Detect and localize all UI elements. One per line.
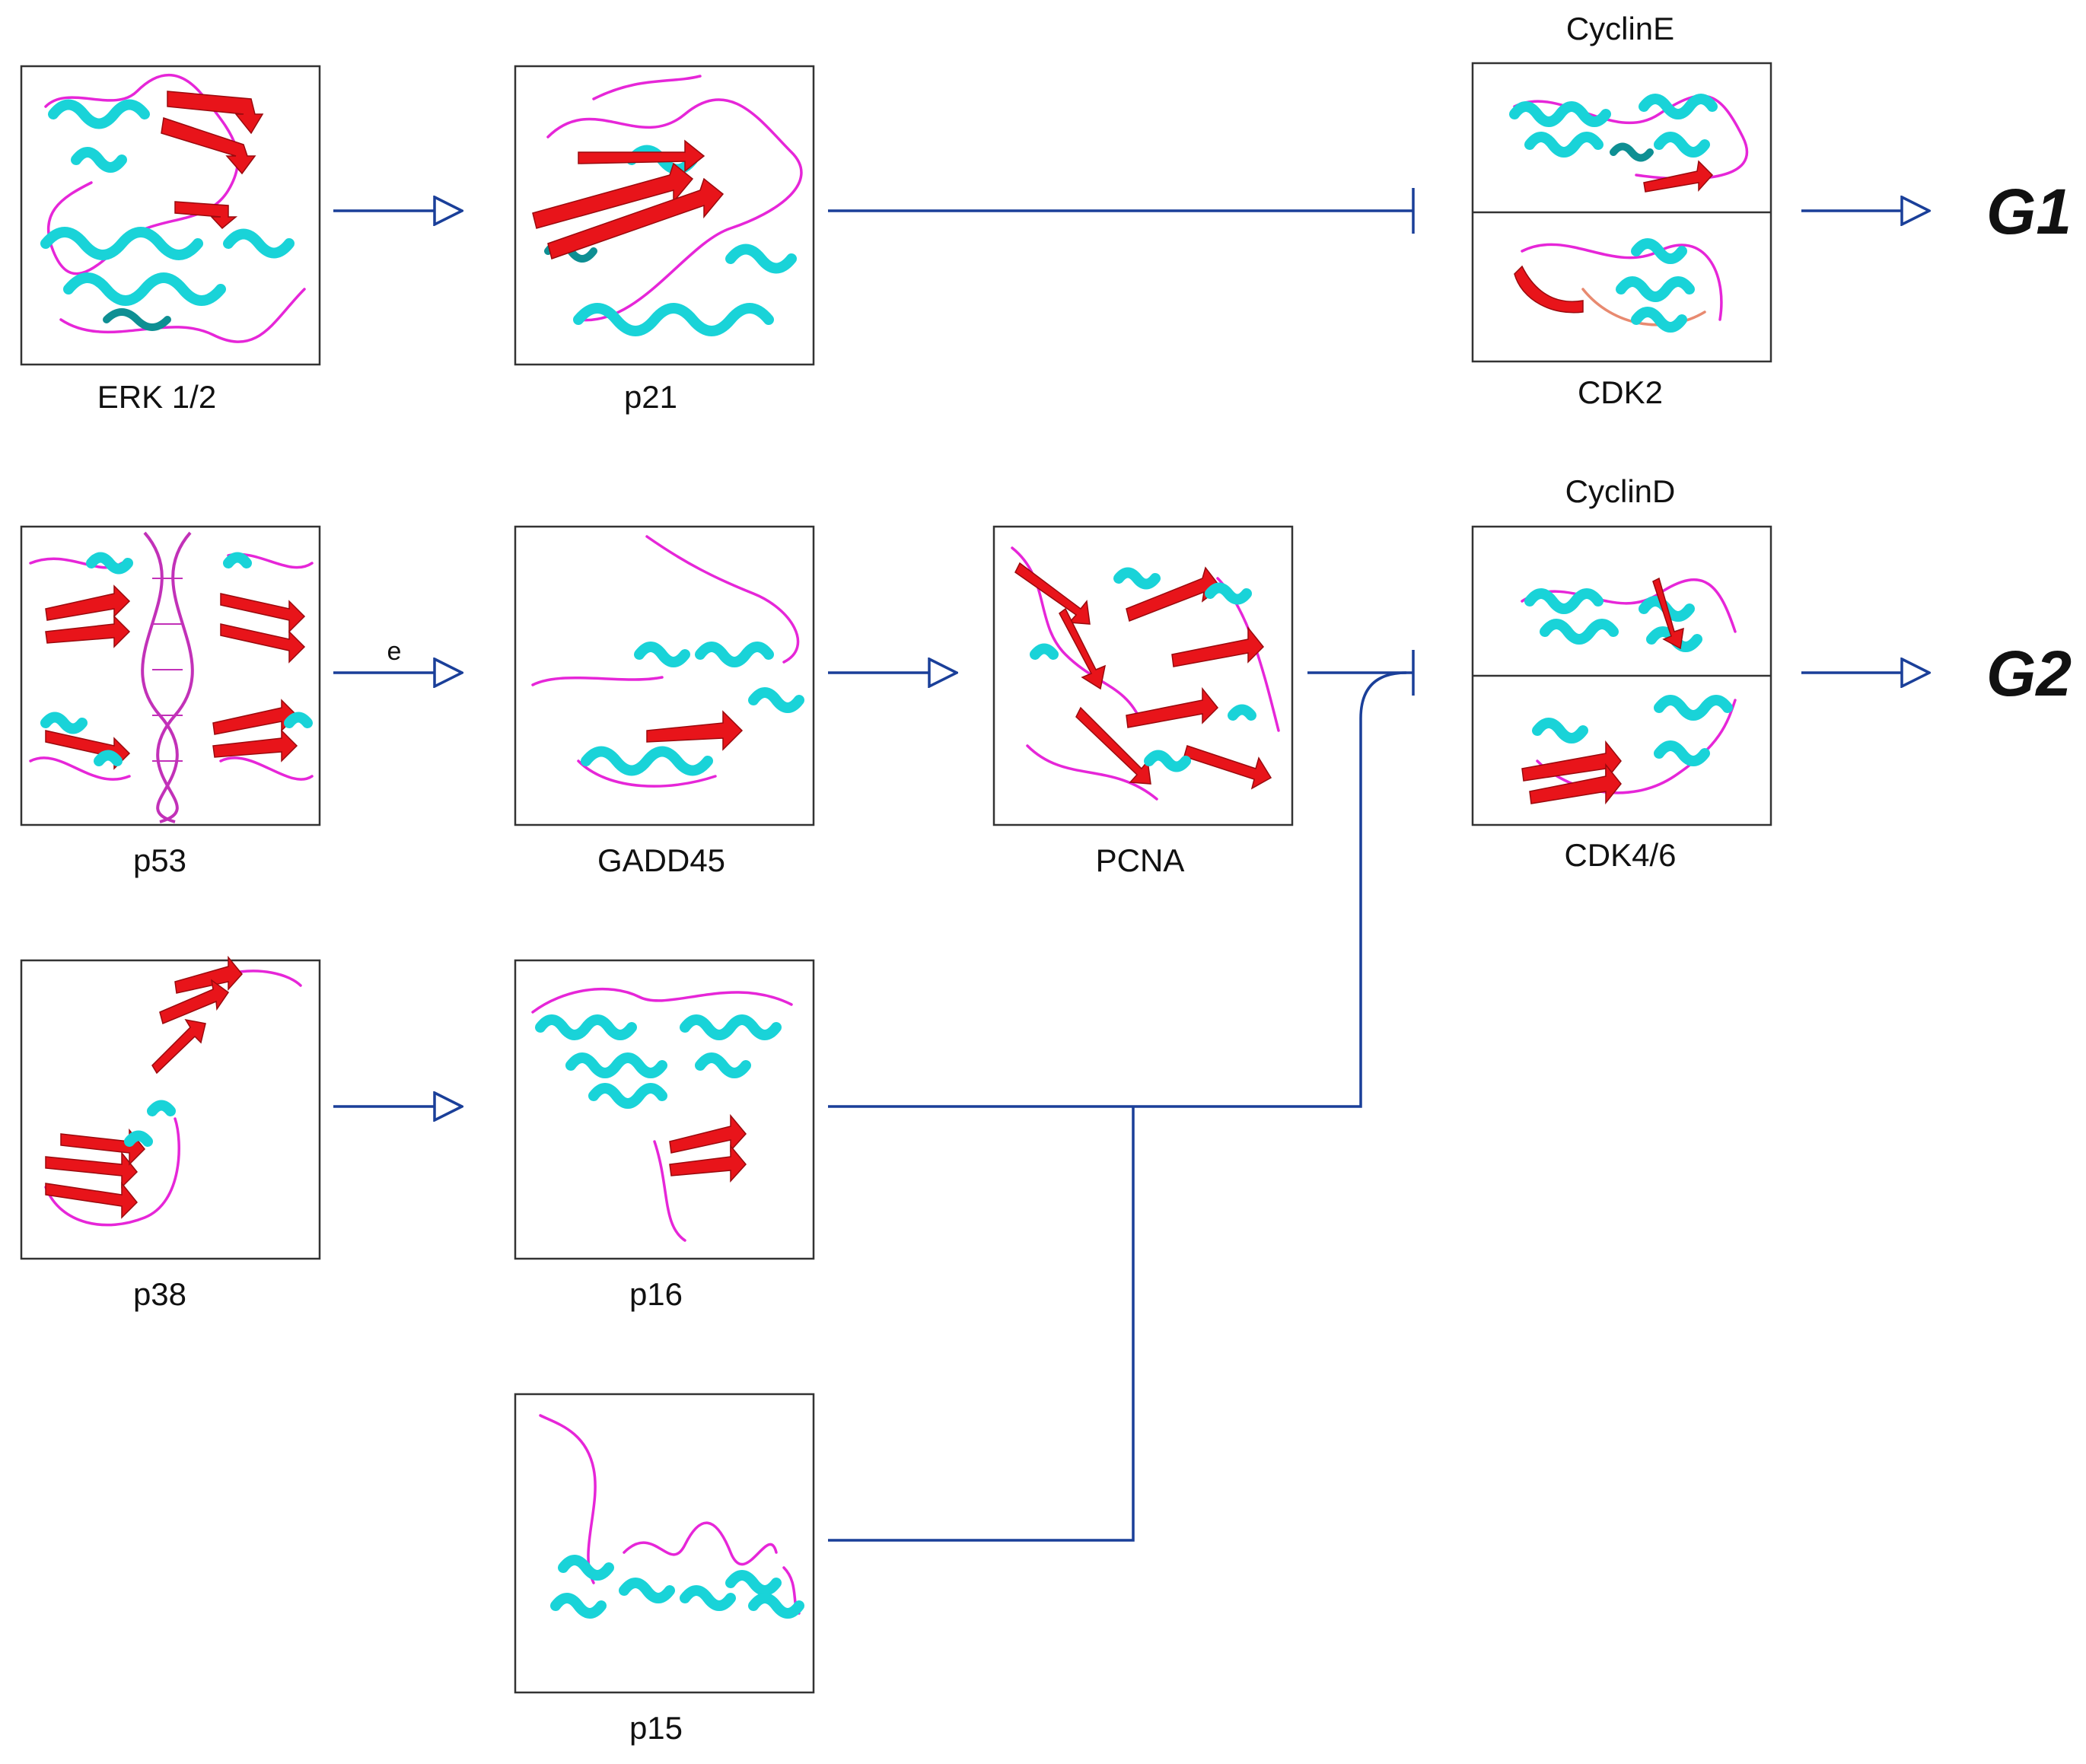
label-pcna: PCNA	[1096, 842, 1185, 878]
gadd45-structure-image	[531, 535, 804, 788]
node-cyclinD-cdk46	[1471, 525, 1772, 826]
label-p53: p53	[133, 842, 186, 878]
phase-g2: G2	[1986, 638, 2072, 709]
label-cyclinD: CyclinD	[1565, 473, 1676, 509]
label-cyclinE: CyclinE	[1566, 11, 1674, 46]
node-p15	[514, 1393, 815, 1694]
cdk46-structure-image	[1521, 695, 1737, 805]
label-cdk2: CDK2	[1578, 374, 1663, 410]
label-p16: p16	[629, 1276, 683, 1312]
node-p38	[20, 955, 321, 1260]
label-p21: p21	[624, 379, 677, 415]
p16-structure-image	[531, 987, 793, 1242]
pcna-structure-image	[1011, 546, 1280, 801]
cyclinE-structure-image	[1509, 94, 1749, 193]
edge-label-e: e	[387, 637, 402, 666]
node-p53	[20, 525, 321, 826]
phase-g1: G1	[1986, 176, 2072, 247]
p53-structure-image	[29, 531, 314, 823]
p21-structure-image	[532, 75, 803, 336]
erk-structure-image	[40, 74, 306, 343]
label-p15: p15	[629, 1710, 683, 1746]
label-p38: p38	[133, 1276, 186, 1312]
p15-structure-image	[539, 1414, 804, 1619]
node-erk	[20, 65, 321, 366]
cyclinD-structure-image	[1521, 577, 1737, 652]
label-cdk46: CDK4/6	[1564, 837, 1676, 873]
node-pcna	[992, 525, 1294, 826]
node-cyclinE-cdk2	[1471, 62, 1772, 363]
node-gadd45	[514, 525, 815, 826]
cdk2-structure-image	[1514, 238, 1723, 333]
edge-p15-cyclinD	[828, 1106, 1135, 1542]
label-gadd45: GADD45	[597, 842, 725, 878]
node-p21	[514, 65, 815, 366]
label-erk: ERK 1/2	[97, 379, 216, 415]
node-p16	[514, 959, 815, 1260]
p38-structure-image	[44, 955, 302, 1227]
edge-p16-cyclinD	[828, 671, 1407, 1108]
